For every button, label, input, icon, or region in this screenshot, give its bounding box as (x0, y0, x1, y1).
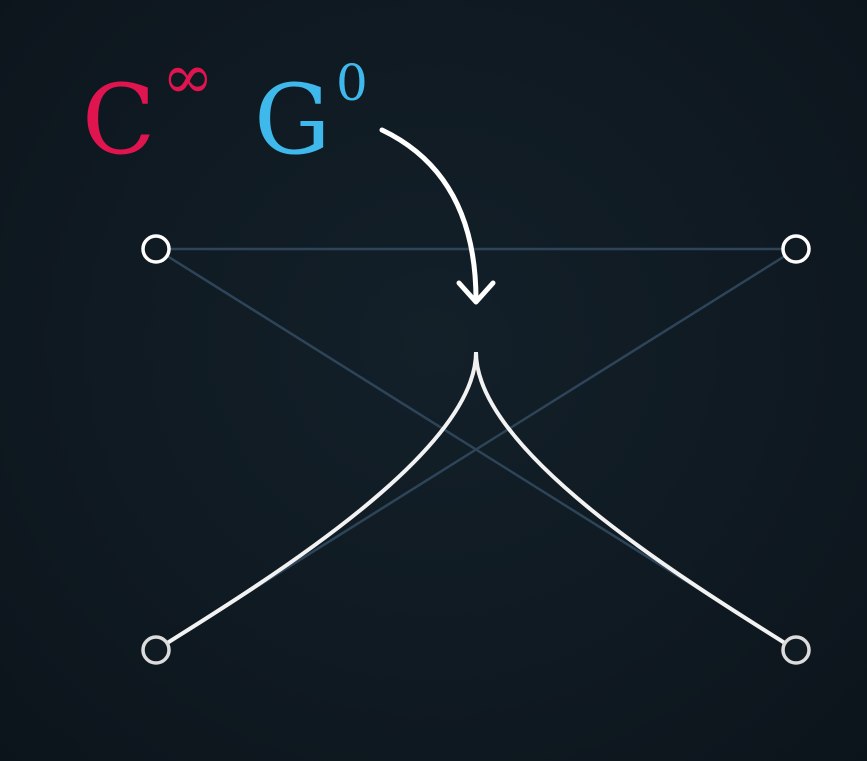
curved-arrow-icon (379, 127, 496, 305)
continuity-g-label: G (254, 64, 331, 176)
control-point-top-left[interactable] (141, 234, 171, 264)
continuity-g-superscript: 0 (336, 54, 368, 112)
control-points (141, 234, 811, 665)
bezier-curve (154, 351, 798, 652)
continuity-labels: C ∞ G 0 (82, 40, 368, 176)
control-point-top-right[interactable] (781, 234, 811, 264)
continuity-c-label: C (82, 64, 155, 176)
continuity-c-superscript: ∞ (162, 40, 214, 113)
control-point-bottom-right[interactable] (781, 635, 811, 665)
control-point-bottom-left[interactable] (141, 635, 171, 665)
